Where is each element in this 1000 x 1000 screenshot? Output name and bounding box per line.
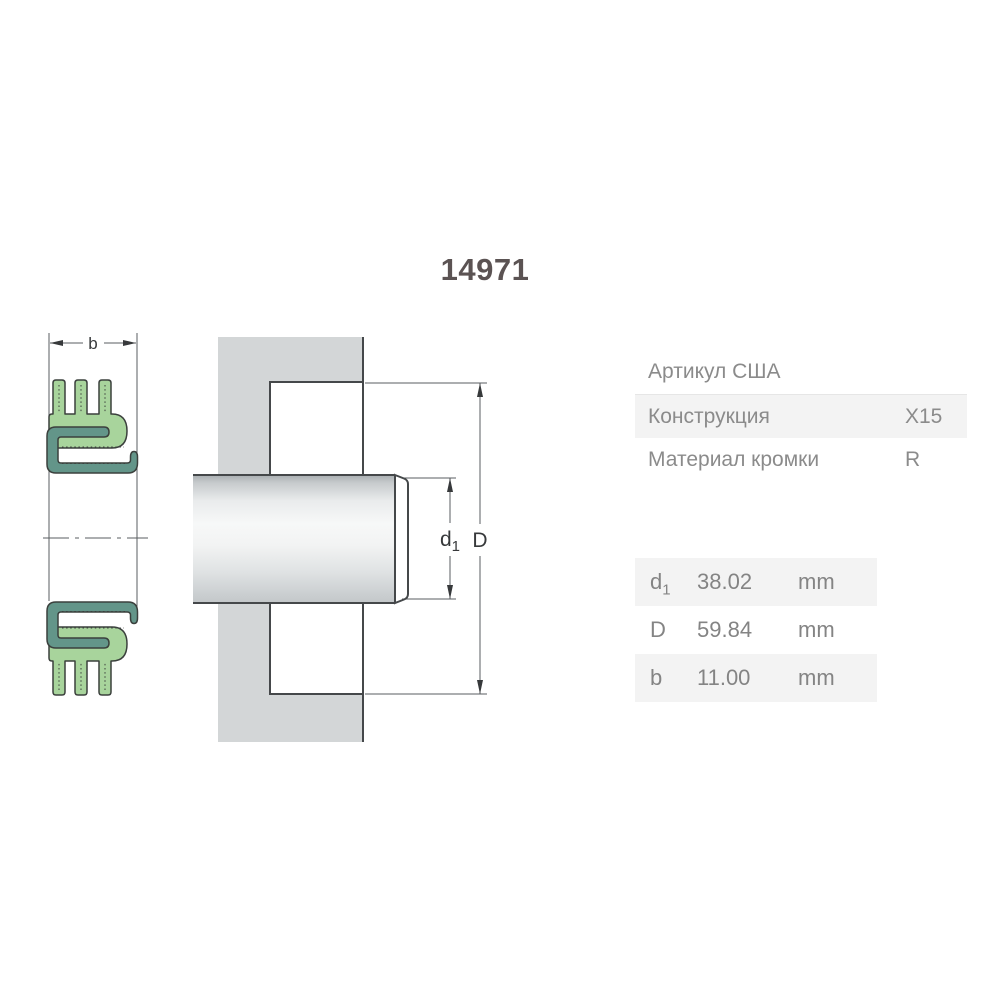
housing-top-block <box>218 337 363 475</box>
spec-label: Материал кромки <box>648 448 820 471</box>
table-row: D 59.84 mm <box>635 606 877 654</box>
d1-arrow-top <box>447 478 453 492</box>
d1-arrow-bottom <box>447 585 453 599</box>
table-row: Конструкция X15 <box>635 394 967 438</box>
dim-value: 38.02 <box>697 569 753 594</box>
shaft-cylinder <box>193 475 395 603</box>
seal-profile-bottom <box>46 601 139 696</box>
shaft-end-face <box>394 473 409 605</box>
seal-metal-case-top <box>46 426 139 474</box>
table-row: Материал кромки R <box>635 438 967 482</box>
table-row: d1 38.02 mm <box>635 558 877 606</box>
D-extension-lines <box>365 382 487 695</box>
D-arrow-top <box>477 383 483 397</box>
spec-value: R <box>905 448 921 471</box>
spec-value: X15 <box>905 405 943 428</box>
dimensions-table: d1 38.02 mm D 59.84 mm b 11.00 mm <box>635 558 877 702</box>
table-row: b 11.00 mm <box>635 654 877 702</box>
seal-hatch-lines-top <box>58 385 125 464</box>
housing-bore-edges <box>269 337 364 742</box>
page-title: 14971 <box>440 252 530 287</box>
dim-value: 11.00 <box>697 665 751 690</box>
dim-unit: mm <box>798 569 835 594</box>
d1-extension-lines <box>402 477 456 600</box>
seal-technical-drawing: b d1 D <box>43 333 488 742</box>
b-arrow-left <box>50 340 63 346</box>
d1-dimension-label: d1 <box>440 528 460 555</box>
spec-label: Конструкция <box>648 405 770 428</box>
D-arrow-bottom <box>477 680 483 694</box>
dim-label: D <box>650 617 666 642</box>
dim-unit: mm <box>798 617 835 642</box>
dim-label: d1 <box>650 569 671 599</box>
D-dimension-label: D <box>472 529 487 552</box>
spec-table: Артикул США Конструкция X15 Материал кро… <box>635 350 967 482</box>
b-dimension-label: b <box>88 334 97 353</box>
dim-label: b <box>650 665 663 690</box>
seal-rubber-top <box>48 379 128 449</box>
table-row: Артикул США <box>635 350 967 394</box>
b-arrow-right <box>123 340 136 346</box>
shaft-surface-lines <box>193 474 395 604</box>
dim-unit: mm <box>798 665 835 690</box>
spec-label: Артикул США <box>648 360 781 383</box>
dim-value: 59.84 <box>697 617 753 642</box>
housing-bottom-block <box>218 603 363 742</box>
seal-profile-top <box>46 379 139 474</box>
